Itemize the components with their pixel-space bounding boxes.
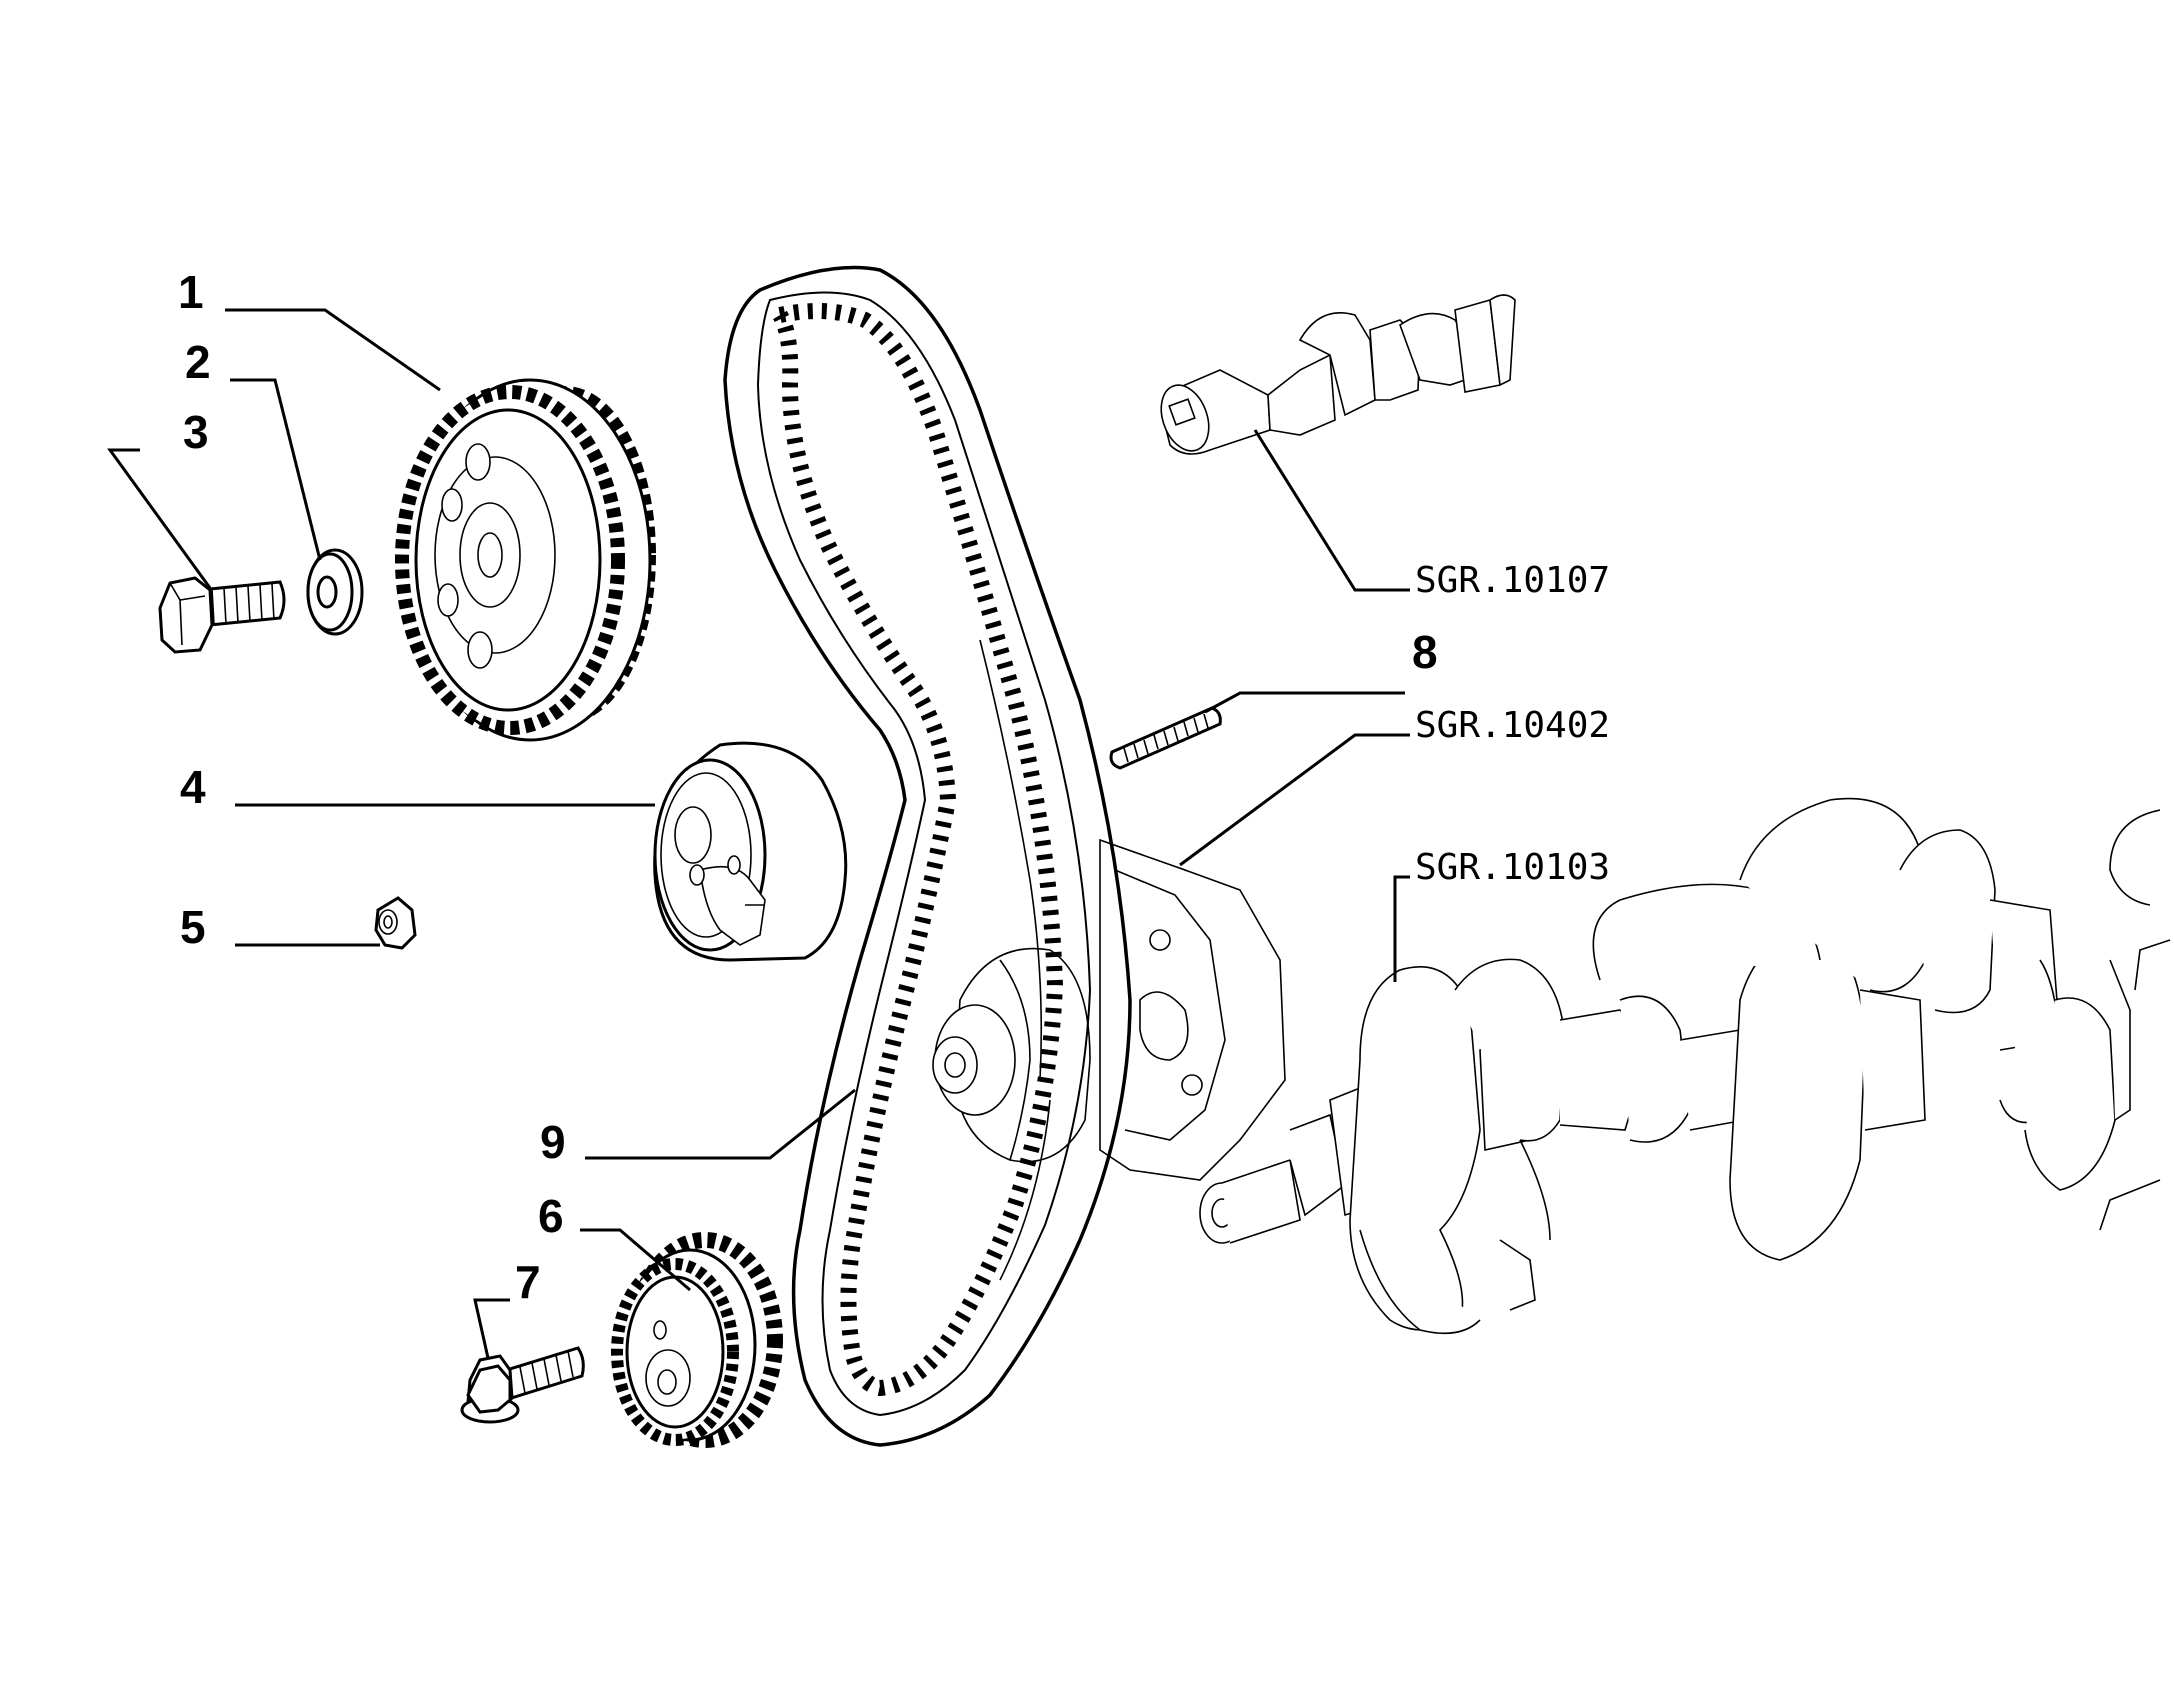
callout-labels: 1 2 3 4 5 6 7 8 9 xyxy=(178,266,1438,1308)
nut-part-5 xyxy=(374,896,417,950)
ref-camshaft: SGR.10107 xyxy=(1415,560,1610,601)
callout-4: 4 xyxy=(180,761,206,813)
water-pump-drawing xyxy=(932,947,1091,1163)
tensioner-pulley-part-4 xyxy=(653,741,848,962)
camshaft-drawing xyxy=(1160,294,1516,455)
flange-bolt-part-7 xyxy=(460,1346,585,1424)
callout-5: 5 xyxy=(180,901,206,953)
callout-8: 8 xyxy=(1412,626,1438,678)
callout-6: 6 xyxy=(538,1190,564,1242)
front-cover-drawing xyxy=(1099,838,1286,1181)
callout-9: 9 xyxy=(540,1116,566,1168)
crankshaft-drawing xyxy=(1199,797,2171,1335)
leader-lines xyxy=(107,308,1410,1359)
washer-part-2 xyxy=(306,548,364,636)
crankshaft-sprocket-part-6 xyxy=(611,1232,783,1448)
callout-7: 7 xyxy=(515,1256,541,1308)
camshaft-sprocket-part-1 xyxy=(395,378,656,742)
reference-labels: SGR.10107 SGR.10402 SGR.10103 xyxy=(1415,560,1610,888)
callout-1: 1 xyxy=(178,266,204,318)
stud-8 xyxy=(1109,706,1222,770)
callout-2: 2 xyxy=(185,336,211,388)
ref-crankshaft: SGR.10103 xyxy=(1415,847,1610,888)
ref-front-cover: SGR.10402 xyxy=(1415,705,1610,746)
bolt-part-3 xyxy=(158,576,286,654)
timing-belt-9 xyxy=(723,265,1132,1447)
callout-3: 3 xyxy=(183,406,209,458)
